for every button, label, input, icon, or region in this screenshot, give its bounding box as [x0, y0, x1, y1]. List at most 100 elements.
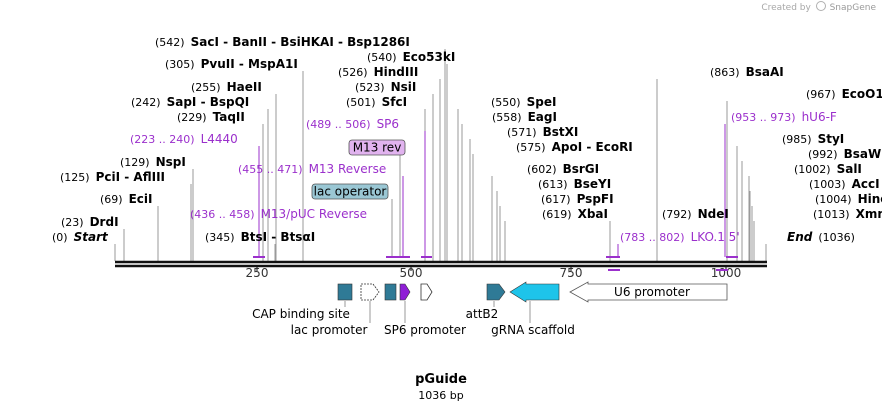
enzyme-name: HaeII [227, 80, 262, 94]
enzyme-site-sfci: (501)SfcI [346, 95, 407, 109]
start-label: (0)Start [52, 230, 109, 244]
enzyme-site-bstxi: (571) BstXI [507, 125, 578, 139]
enzyme-name: SalI [837, 162, 862, 176]
enzyme-site-eco0109i: (967)EcoO109I [806, 87, 882, 101]
enzyme-site-bsawi: (992) BsaWI [808, 147, 882, 161]
enzyme-position: (613) [538, 178, 568, 191]
primer-m13-reverse-label: (455 .. 471)M13 Reverse [238, 162, 386, 176]
enzyme-name: HindIII [374, 65, 419, 79]
enzyme-site-sapi: (242)SapI - BspQI [131, 95, 249, 109]
enzyme-position: (558) [492, 111, 522, 124]
grna-scaffold-glyph [509, 281, 560, 303]
enzyme-position: (992) [808, 148, 838, 161]
enzyme-position: (242) [131, 96, 161, 109]
lac-promoter-label: lac promoter [291, 323, 368, 337]
lac-promoter-glyph [360, 283, 380, 301]
enzyme-position: (1003) [809, 178, 846, 191]
enzyme-position: (619) [542, 208, 572, 221]
enzyme-name: ApoI - EcoRI [552, 140, 633, 154]
enzyme-site-spei: (550)SpeI [491, 95, 556, 109]
enzyme-site-haeii: (255)HaeII [191, 80, 262, 94]
snapgene-logo-icon [815, 1, 826, 11]
enzyme-position: (1004) [815, 193, 852, 206]
enzyme-site-bsrgi: (602)BsrGI [527, 162, 599, 176]
sp6-promoter-label: SP6 promoter [384, 323, 466, 337]
grna-scaffold-label: gRNA scaffold [491, 323, 575, 337]
enzyme-name: PvuII - MspA1I [201, 57, 298, 71]
enzyme-site-ecii: (69) EciI [100, 192, 152, 206]
enzyme-name: XmnI [856, 207, 882, 221]
m13-rev-box [348, 139, 406, 156]
primer-m13-puc-reverse-label: (436 .. 458)M13/pUC Reverse [190, 207, 367, 221]
u6-promoter-label: U6 promoter [614, 285, 690, 299]
enzyme-position: (792) [662, 208, 692, 221]
attb2-glyph [486, 283, 506, 301]
enzyme-name: BsaAI [746, 65, 784, 79]
enzyme-name: DrdI [90, 215, 119, 229]
m13-primer-glyph [420, 283, 433, 301]
enzyme-site-drdi: (23)DrdI [61, 215, 119, 229]
enzyme-position: (345) [205, 231, 235, 244]
enzyme-site-sac: (542)SacI - BanII - BsiHKAI - Bsp1286I [155, 35, 410, 49]
leader-lines [114, 49, 767, 323]
enzyme-position: (1013) [813, 208, 850, 221]
enzyme-site-xmni: (1013) XmnI [813, 207, 882, 221]
tick-750-label: 750 [560, 266, 583, 280]
enzyme-name: Eco53kI [403, 50, 456, 64]
enzyme-name: AccI [852, 177, 880, 191]
attb2-label: attB2 [466, 307, 499, 321]
lac-operator-glyph [384, 283, 397, 301]
enzyme-name: EciI [129, 192, 153, 206]
enzyme-site-eco53k: (540) Eco53kI [367, 50, 455, 64]
cap-binding-site-glyph [337, 283, 353, 301]
enzyme-site-hincii: (1004) HincII [815, 192, 882, 206]
enzyme-position: (985) [782, 133, 812, 146]
cap-binding-site-label: CAP binding site [252, 307, 350, 321]
enzyme-position: (69) [100, 193, 123, 206]
m13-rev-box-label: M13 rev [353, 141, 402, 155]
enzyme-name: SpeI [527, 95, 557, 109]
enzyme-site-taqii: (229) TaqII [177, 110, 245, 124]
u6-promoter-glyph [569, 281, 728, 303]
enzyme-site-ndei: (792)NdeI [662, 207, 729, 221]
enzyme-site-pvuii: (305) PvuII - MspA1I [165, 57, 298, 71]
enzyme-site-apoi: (575)ApoI - EcoRI [516, 140, 633, 154]
enzyme-site-hindiii: (526)HindIII [338, 65, 418, 79]
enzyme-position: (125) [60, 171, 90, 184]
enzyme-site-nspi: (129)NspI [120, 155, 186, 169]
enzyme-name: BseYI [574, 177, 612, 191]
enzyme-name: SacI - BanII - BsiHKAI - Bsp1286I [191, 35, 410, 49]
enzyme-position: (501) [346, 96, 376, 109]
enzyme-position: (305) [165, 58, 195, 71]
enzyme-position: (967) [806, 88, 836, 101]
primer-lko1-label: (783 .. 802)LKO.1 5' [620, 230, 740, 244]
plasmid-name: pGuide [415, 372, 467, 387]
enzyme-name: BtsI - BtsαI [241, 230, 316, 244]
enzyme-name: PspFI [577, 192, 614, 206]
enzyme-name: BsaWI [844, 147, 882, 161]
enzyme-position: (1002) [794, 163, 831, 176]
sequence-backbone [115, 260, 767, 268]
enzyme-site-styi: (985)StyI [782, 132, 844, 146]
annotation-labels: (542)SacI - BanII - BsiHKAI - Bsp1286I(5… [52, 35, 882, 244]
tick-1000-label: 1000 [711, 266, 742, 280]
lac-operator-box [311, 183, 389, 200]
enzyme-site-nsii: (523)NsiI [355, 80, 416, 94]
lac-operator-box-label: lac operator [314, 185, 387, 199]
enzyme-site-bsaai: (863) BsaAI [710, 65, 784, 79]
tick-250-label: 250 [246, 266, 269, 280]
enzyme-name: TaqII [213, 110, 245, 124]
enzyme-position: (540) [367, 51, 397, 64]
enzyme-site-pspfi: (617)PspFI [541, 192, 614, 206]
enzyme-name: HincII [858, 192, 882, 206]
plasmid-length: 1036 bp [418, 389, 464, 402]
enzyme-site-pcii: (125)PciI - AflIII [60, 170, 165, 184]
enzyme-position: (863) [710, 66, 740, 79]
primer-l4440-label: (223 .. 240)L4440 [130, 132, 238, 146]
enzyme-name: BstXI [543, 125, 579, 139]
enzyme-position: (229) [177, 111, 207, 124]
enzyme-position: (571) [507, 126, 537, 139]
enzyme-site-eagi: (558)EagI [492, 110, 557, 124]
